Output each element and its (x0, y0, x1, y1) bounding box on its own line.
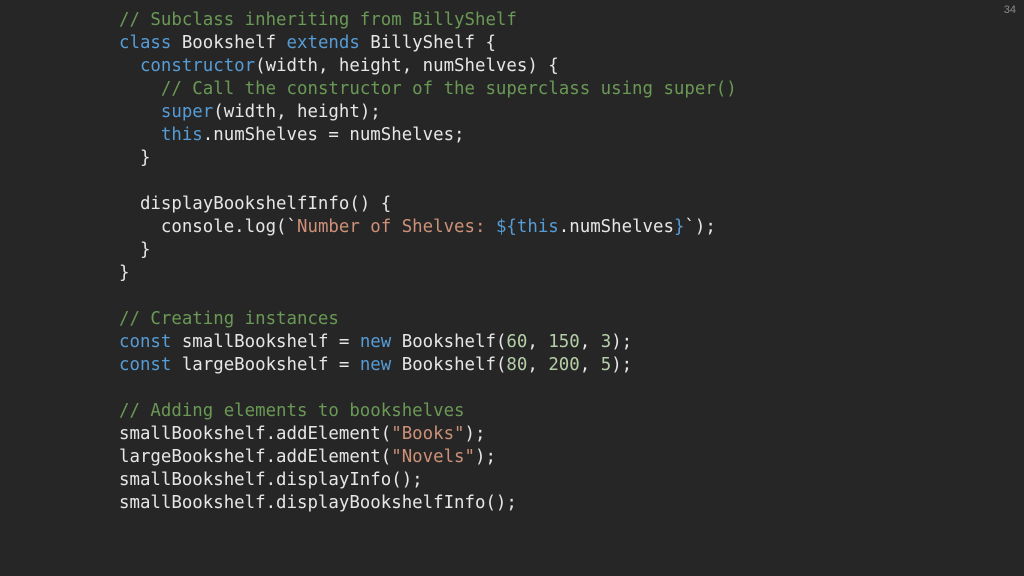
code-token: , (527, 332, 549, 352)
code-line: console.log(`Number of Shelves: ${this.n… (119, 216, 737, 239)
string-token: "Novels" (391, 447, 475, 467)
code-token: `); (684, 217, 716, 237)
code-line: } (119, 239, 737, 262)
code-token: Bookshelf (171, 33, 287, 53)
code-token (119, 125, 161, 145)
code-line: constructor(width, height, numShelves) { (119, 55, 737, 78)
comment-token: // Call the constructor of the superclas… (160, 79, 737, 99)
number-token: 200 (548, 355, 580, 375)
code-token: Bookshelf( (391, 332, 507, 352)
code-token: ); (611, 332, 633, 352)
keyword-token: const (119, 355, 172, 375)
code-token: ); (611, 355, 633, 375)
code-token: } (119, 240, 151, 260)
code-token: (width, height, numShelves) { (255, 56, 559, 76)
code-token: smallBookshelf = (171, 332, 360, 352)
keyword-token: this (160, 125, 203, 145)
code-token: } (119, 263, 130, 283)
code-line (119, 285, 737, 308)
code-token: ); (475, 447, 496, 467)
comment-token: // Subclass inheriting from BillyShelf (119, 10, 517, 30)
code-line: const largeBookshelf = new Bookshelf(80,… (119, 354, 737, 377)
keyword-token: super (160, 102, 214, 122)
code-line: smallBookshelf.displayBookshelfInfo(); (119, 492, 737, 515)
code-token: BillyShelf { (359, 33, 496, 53)
keyword-token: new (359, 355, 392, 375)
comment-token: // Adding elements to bookshelves (119, 401, 465, 421)
string-token: "Books" (391, 424, 465, 444)
comment-token: // Creating instances (119, 309, 339, 329)
code-token (119, 102, 161, 122)
code-line (119, 170, 737, 193)
code-line: // Call the constructor of the superclas… (119, 78, 737, 101)
page-number: 34 (1003, 4, 1016, 16)
code-line (119, 377, 737, 400)
number-token: 60 (506, 332, 528, 352)
keyword-token: new (359, 332, 392, 352)
code-line: super(width, height); (119, 101, 737, 124)
keyword-token: extends (286, 33, 360, 53)
code-token (119, 56, 140, 76)
keyword-token: const (119, 332, 172, 352)
keyword-token: this (516, 217, 559, 237)
code-line: const smallBookshelf = new Bookshelf(60,… (119, 331, 737, 354)
code-token: console.log(` (119, 217, 297, 237)
keyword-token: } (673, 217, 685, 237)
string-token: Number of Shelves: (297, 217, 496, 237)
code-token: largeBookshelf.addElement( (119, 447, 392, 467)
code-line: this.numShelves = numShelves; (119, 124, 737, 147)
number-token: 80 (506, 355, 528, 375)
code-token: smallBookshelf.addElement( (119, 424, 392, 444)
code-token: smallBookshelf.displayInfo(); (119, 470, 423, 490)
code-line: class Bookshelf extends BillyShelf { (119, 32, 737, 55)
number-token: 3 (600, 332, 612, 352)
number-token: 5 (600, 355, 612, 375)
code-token: Bookshelf( (391, 355, 507, 375)
code-line: } (119, 262, 737, 285)
code-line: // Adding elements to bookshelves (119, 400, 737, 423)
code-token: } (119, 148, 151, 168)
code-line: smallBookshelf.addElement("Books"); (119, 423, 737, 446)
code-token: (width, height); (213, 102, 381, 122)
code-line: // Creating instances (119, 308, 737, 331)
code-line: smallBookshelf.displayInfo(); (119, 469, 737, 492)
code-token: , (527, 355, 549, 375)
code-token: ); (464, 424, 486, 444)
code-token: largeBookshelf = (171, 355, 360, 375)
keyword-token: constructor (139, 56, 256, 76)
code-line: displayBookshelfInfo() { (119, 193, 737, 216)
code-token: smallBookshelf.displayBookshelfInfo(); (119, 493, 517, 513)
number-token: 150 (548, 332, 580, 352)
code-line: // Subclass inheriting from BillyShelf (119, 9, 737, 32)
code-line: largeBookshelf.addElement("Novels"); (119, 446, 737, 469)
code-token: , (579, 355, 601, 375)
code-token: .numShelves = numShelves; (202, 125, 465, 145)
code-token: displayBookshelfInfo() { (119, 194, 392, 214)
code-token: .numShelves (558, 217, 674, 237)
keyword-token: class (119, 33, 172, 53)
code-token (119, 79, 161, 99)
keyword-token: ${ (495, 217, 517, 237)
code-token: , (579, 332, 601, 352)
code-line: } (119, 147, 737, 170)
